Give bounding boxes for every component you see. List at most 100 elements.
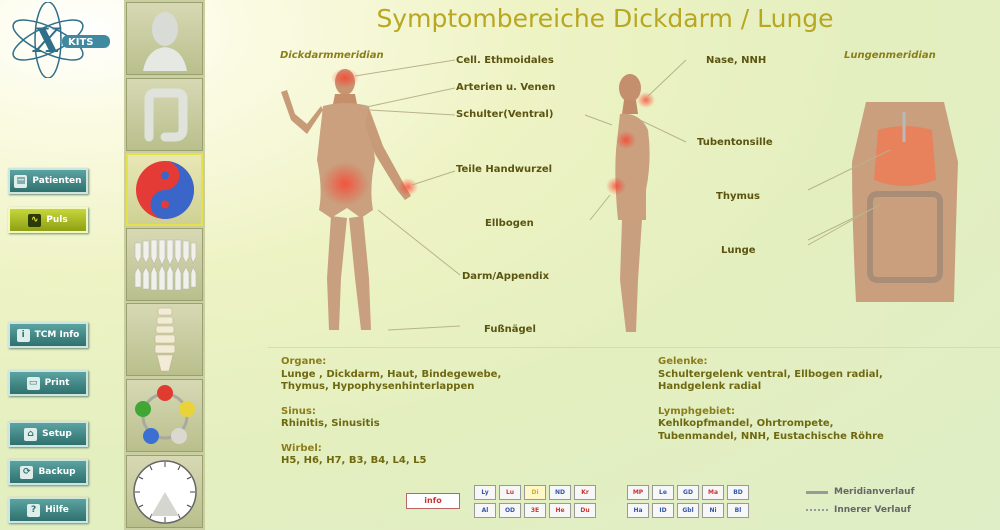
chip-ly[interactable]: Ly: [474, 485, 496, 500]
wirbel-line-1: H5, H6, H7, B3, B4, L4, L5: [281, 455, 427, 466]
icon-column: [124, 0, 205, 530]
svg-text:X: X: [32, 21, 62, 61]
label-ellbogen: Ellbogen: [485, 218, 534, 229]
yin-yang-tile-icon: [135, 160, 194, 219]
patienten-label: Patienten: [32, 176, 82, 186]
front-body-figure: [281, 68, 418, 330]
patient-icon: ▤: [14, 174, 28, 188]
dotted-line-swatch: [806, 509, 828, 511]
chip-al[interactable]: Al: [474, 503, 496, 518]
lymph-line-2: Tubenmandel, NNH, Eustachische Röhre: [658, 430, 884, 442]
puls-label: Puls: [46, 215, 68, 225]
xkits-logo[interactable]: X KITS: [4, 2, 116, 78]
colon-tile[interactable]: [126, 78, 203, 151]
gelenke-line-1: Schultergelenk ventral, Ellbogen radial,: [658, 368, 883, 380]
gelenke-line-2: Handgelenk radial: [658, 381, 762, 392]
head-tile-icon: [142, 11, 187, 71]
tcm-info-button[interactable]: i TCM Info: [8, 322, 88, 348]
label-cell-ethmoidales: Cell. Ethmoidales: [456, 55, 554, 66]
yin-yang-tile[interactable]: [126, 153, 203, 226]
pulse-icon: ∿: [28, 213, 42, 227]
clock-tile-icon: [132, 459, 197, 524]
label-schulter: Schulter(Ventral): [456, 109, 554, 120]
side-body-figure: [606, 74, 655, 332]
legend-dotted: Innerer Verlauf: [806, 505, 911, 515]
chip-he[interactable]: He: [549, 503, 571, 518]
puls-button[interactable]: ∿ Puls: [8, 207, 88, 233]
print-label: Print: [44, 378, 70, 388]
sinus-heading: Sinus:: [281, 405, 316, 417]
hilfe-label: Hilfe: [45, 505, 69, 515]
chip-du[interactable]: Du: [574, 503, 596, 518]
legend-solid-label: Meridianverlauf: [834, 487, 915, 497]
lungenmeridian-heading: Lungenmeridian: [844, 50, 936, 61]
setup-label: Setup: [42, 429, 72, 439]
label-thymus: Thymus: [716, 191, 760, 202]
five-elements-tile-icon: [134, 384, 195, 444]
label-handwurzel: Teile Handwurzel: [456, 164, 553, 175]
divider: [268, 347, 1000, 348]
label-nase: Nase, NNH: [706, 55, 767, 66]
label-arterien: Arterien u. Venen: [456, 82, 556, 93]
chip-bd[interactable]: BD: [727, 485, 749, 500]
chip-gd[interactable]: GD: [677, 485, 699, 500]
chip-le[interactable]: Le: [652, 485, 674, 500]
info-button[interactable]: info: [406, 493, 460, 509]
patienten-button[interactable]: ▤ Patienten: [8, 168, 88, 194]
chip-nd[interactable]: ND: [549, 485, 571, 500]
organe-heading: Organe:: [281, 356, 327, 367]
chip-kr[interactable]: Kr: [574, 485, 596, 500]
chip-ha[interactable]: Ha: [627, 503, 649, 518]
print-icon: ▭: [26, 376, 40, 390]
head-tile[interactable]: [126, 2, 203, 75]
info-right: Gelenke: Schultergelenk ventral, Ellboge…: [658, 356, 884, 443]
chip-id[interactable]: ID: [652, 503, 674, 518]
setup-icon: ⌂: [24, 427, 38, 441]
print-button[interactable]: ▭ Print: [8, 370, 88, 396]
lymph-line-1: Kehlkopfmandel, Ohrtrompete,: [658, 418, 834, 429]
torso-organs-figure: [852, 102, 958, 302]
backup-icon: ⟳: [20, 465, 34, 479]
organe-line-2: Thymus, Hypophysenhinterlappen: [281, 381, 475, 392]
chip-lu[interactable]: Lu: [499, 485, 521, 500]
chip-di[interactable]: Di: [524, 485, 546, 500]
dickdarmmeridian-heading: Dickdarmmeridian: [280, 50, 384, 61]
clock-tile[interactable]: [126, 455, 203, 528]
info-left: Organe: Lunge , Dickdarm, Haut, Bindegew…: [281, 356, 501, 468]
chip-ni[interactable]: Ni: [702, 503, 724, 518]
left-rail: X KITS ▤ Patienten ∿ Puls i TCM Info ▭ Print…: [0, 0, 124, 530]
info-icon: i: [16, 328, 30, 342]
chip-od[interactable]: OD: [499, 503, 521, 518]
legend-dotted-label: Innerer Verlauf: [834, 505, 911, 515]
help-icon: ?: [27, 503, 41, 517]
lymph-heading: Lymphgebiet:: [658, 405, 735, 417]
meridian-chips-right: MP Le GD Ma BD Ha ID Gbl Ni Bl: [627, 485, 774, 518]
chip-bl[interactable]: Bl: [727, 503, 749, 518]
label-fussnaegel: Fußnägel: [484, 324, 536, 335]
label-darm: Darm/Appendix: [462, 271, 550, 282]
chip-3e[interactable]: 3E: [524, 503, 546, 518]
setup-button[interactable]: ⌂ Setup: [8, 421, 88, 447]
backup-label: Backup: [38, 467, 76, 477]
backup-button[interactable]: ⟳ Backup: [8, 459, 88, 485]
chip-mp[interactable]: MP: [627, 485, 649, 500]
organe-line-1: Lunge , Dickdarm, Haut, Bindegewebe,: [281, 368, 502, 380]
wirbel-heading: Wirbel:: [281, 442, 322, 454]
legend-solid: Meridianverlauf: [806, 487, 914, 497]
hilfe-button[interactable]: ? Hilfe: [8, 497, 88, 523]
sinus-line-1: Rhinitis, Sinusitis: [281, 418, 380, 429]
teeth-tile[interactable]: [126, 228, 203, 301]
chip-ma[interactable]: Ma: [702, 485, 724, 500]
tcm-info-label: TCM Info: [34, 330, 80, 340]
page-title: Symptombereiche Dickdarm / Lunge: [376, 4, 834, 33]
meridian-chips-left: Ly Lu Di ND Kr Al OD 3E He Du: [474, 485, 621, 518]
spine-tile-icon: [154, 307, 175, 371]
colon-tile-icon: [144, 88, 187, 141]
label-lunge: Lunge: [721, 245, 756, 256]
chip-gbl[interactable]: Gbl: [677, 503, 699, 518]
five-elements-tile[interactable]: [126, 379, 203, 452]
spine-tile[interactable]: [126, 303, 203, 376]
label-tubentonsille: Tubentonsille: [697, 137, 773, 148]
logo-text: KITS: [68, 37, 94, 48]
gelenke-heading: Gelenke:: [658, 356, 708, 367]
